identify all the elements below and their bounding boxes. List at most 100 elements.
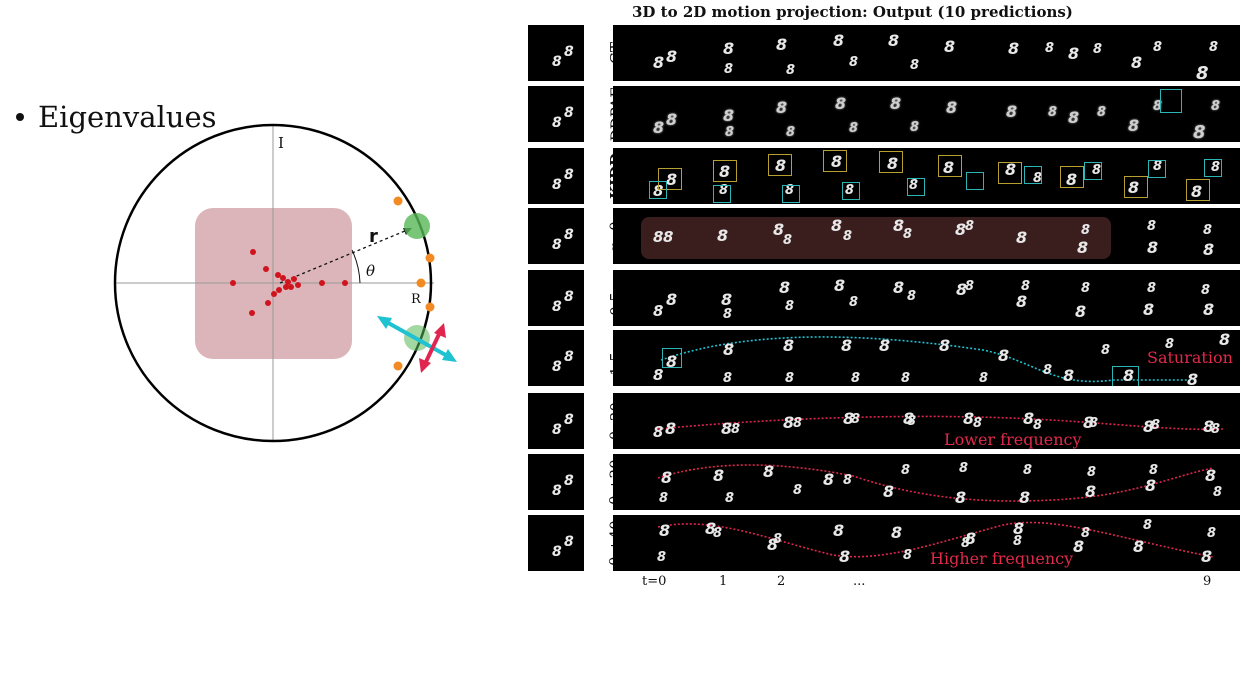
predicted-digit: 8	[910, 58, 920, 73]
red-arrow	[419, 323, 446, 373]
input-digit: 8	[564, 412, 574, 428]
predicted-digit: 8	[1205, 466, 1217, 485]
bounding-box-yellow	[998, 162, 1022, 184]
predicted-digit: 8	[843, 409, 855, 428]
predicted-digit: 8	[1203, 240, 1215, 259]
input-digit: 8	[552, 177, 562, 193]
predicted-digit: 8	[1147, 219, 1157, 234]
predicted-digit: 8	[785, 299, 795, 314]
predicted-digit: 8	[1203, 417, 1215, 436]
bounding-box-cyan	[1148, 160, 1166, 178]
predicted-digit: 8	[1165, 337, 1175, 352]
predicted-digit: 8	[783, 413, 795, 432]
predicted-digit: 8	[653, 118, 665, 137]
predicted-digit: 8	[893, 216, 905, 235]
bullet-dot	[16, 113, 24, 121]
input-digit: 8	[552, 299, 562, 315]
predicted-digit: 8	[903, 227, 913, 242]
predicted-digit: 8	[1101, 343, 1111, 358]
predicted-digit: 8	[659, 521, 671, 540]
input-digit: 8	[552, 483, 562, 499]
predicted-digit: 8	[1048, 105, 1058, 120]
predicted-digit: 8	[653, 228, 664, 246]
predicted-digit: 8	[653, 366, 664, 384]
angle-label: θ	[366, 262, 375, 280]
predicted-digit: 8	[713, 466, 725, 485]
input-digit: 8	[552, 422, 562, 438]
figure-title: 3D to 2D motion projection: Output (10 p…	[632, 3, 1073, 21]
predicted-digit: 8	[1147, 281, 1157, 296]
predicted-digit: 8	[666, 110, 678, 129]
predicted-digit: 8	[1087, 465, 1097, 480]
predicted-digit: 8	[1211, 160, 1221, 175]
bounding-box-yellow	[658, 168, 682, 190]
bounding-box-yellow	[938, 155, 962, 177]
predicted-digit: 8	[839, 547, 851, 566]
predicted-digit: 8	[1145, 476, 1157, 495]
predicted-digit: 8	[723, 39, 735, 58]
predicted-digit: 8	[1153, 40, 1163, 55]
predicted-digit: 8	[1013, 534, 1023, 549]
predicted-digit: 8	[653, 423, 664, 441]
predicted-digit: 8	[890, 94, 902, 113]
predicted-digit: 8	[834, 276, 846, 295]
bounding-box-cyan	[649, 181, 667, 199]
predicted-digit: 8	[909, 178, 919, 193]
predicted-digit: 8	[665, 419, 677, 438]
predicted-digit: 8	[1068, 44, 1080, 63]
predicted-digit: 8	[1083, 413, 1095, 432]
predicted-digit: 8	[959, 461, 969, 476]
predicted-digit: 8	[713, 526, 723, 541]
input-digit: 8	[552, 54, 562, 70]
predicted-digit: 8	[1211, 99, 1221, 114]
predicted-digit: 8	[653, 182, 664, 200]
predicted-digit: 8	[1149, 463, 1159, 478]
bounding-box-cyan	[1112, 366, 1139, 386]
predicted-digit: 8	[1211, 422, 1221, 437]
input-digit: 8	[552, 237, 562, 253]
predicted-digit: 8	[1023, 409, 1035, 428]
predicted-digit: 8	[1153, 99, 1163, 114]
outer-eigenvalues	[393, 196, 435, 371]
predicted-digit: 8	[843, 473, 853, 488]
predicted-digit: 8	[666, 170, 678, 189]
predicted-digit: 8	[955, 220, 967, 239]
predicted-digit: 8	[1143, 417, 1155, 436]
predicted-digit: 8	[831, 152, 843, 171]
input-digit: 8	[552, 115, 562, 131]
predicted-digit: 8	[1085, 482, 1097, 501]
radius-label: r	[369, 226, 378, 247]
predicted-digit: 8	[1005, 160, 1017, 179]
predicted-digit: 8	[851, 412, 861, 427]
predicted-digit: 8	[1128, 178, 1140, 197]
input-digit: 8	[564, 289, 574, 305]
predicted-digit: 8	[1043, 363, 1053, 378]
bounding-box-cyan	[662, 348, 682, 368]
tick-t0: t=0	[642, 574, 667, 589]
predicted-digit: 8	[1016, 292, 1028, 311]
input-digit: 8	[552, 544, 562, 560]
predicted-digit: 8	[1008, 39, 1020, 58]
trajectory-curve-r15	[660, 336, 1193, 383]
predicted-digit: 8	[893, 278, 905, 297]
predicted-digit: 8	[955, 488, 967, 507]
collapsed-region	[641, 217, 1111, 259]
predicted-digit: 8	[666, 352, 678, 371]
predicted-digit: 8	[773, 220, 785, 239]
predicted-digit: 8	[731, 422, 741, 437]
predicted-digit: 8	[888, 31, 900, 50]
bounding-box-cyan	[1160, 89, 1182, 113]
predicted-digit: 8	[1143, 518, 1153, 533]
tick-t1: 1	[719, 574, 728, 589]
predicted-digit: 8	[979, 371, 989, 386]
